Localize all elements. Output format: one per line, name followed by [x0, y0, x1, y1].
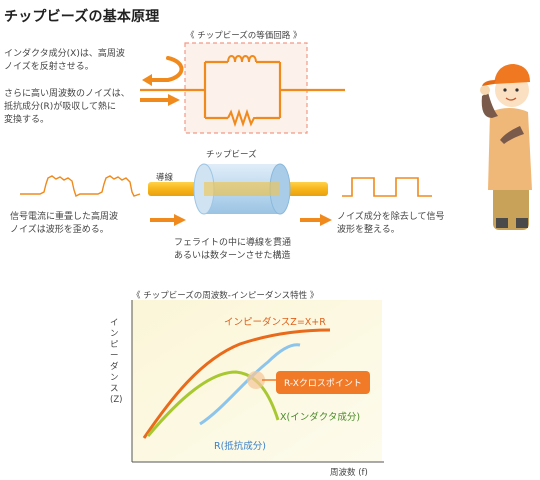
reflect-text: インダクタ成分(X)は、高周波 ノイズを反射させる。: [4, 48, 125, 74]
reflect-arrow: [148, 56, 184, 82]
reflect-text-line-1: インダクタ成分(X)は、高周波: [4, 49, 125, 59]
chart-axes: [131, 300, 384, 463]
x-curve: [146, 370, 280, 437]
conductor-label: 導線: [156, 173, 174, 183]
structure-text-line-1: フェライトの中に導線を貫通: [174, 238, 292, 248]
y-axis-label: インピーダンス(Z): [110, 318, 123, 405]
absorb-text-line-3: 変換する。: [4, 115, 50, 125]
input-text-line-2: ノイズは波形を歪める。: [10, 225, 109, 235]
structure-text: フェライトの中に導線を貫通 あるいは数ターンさせた構造: [174, 237, 291, 263]
page-title: チップビーズの基本原理: [4, 9, 160, 25]
x-curve-label: X(インダクタ成分): [280, 412, 361, 423]
crosspoint-marker: [247, 371, 265, 389]
absorb-text-line-1: さらに高い周波数のノイズは、: [4, 89, 130, 99]
circuit-label: 《 チップビーズの等価回路 》: [186, 31, 302, 41]
noisy-waveform: [20, 175, 141, 197]
person-illustration: [480, 64, 532, 230]
structure-text-line-2: あるいは数ターンさせた構造: [174, 251, 291, 261]
input-text: 信号電流に重畳した高周波 ノイズは波形を歪める。: [10, 211, 118, 237]
resistor-zigzag: [227, 108, 256, 128]
crosspoint-callout: R-Xクロスポイント: [276, 371, 370, 394]
r-curve-label: R(抵抗成分): [214, 441, 267, 452]
x-axis-label: 周波数 (f): [330, 468, 368, 478]
output-text-line-1: ノイズ成分を除去して信号: [337, 212, 445, 222]
output-text: ノイズ成分を除去して信号 波形を整える。: [337, 211, 444, 237]
absorb-text: さらに高い周波数のノイズは、 抵抗成分(R)が吸収して熱に 変換する。: [4, 88, 130, 127]
chart-label: 《 チップビーズの周波数-インピーダンス特性 》: [132, 291, 319, 301]
z-curve-label: インピーダンスZ=X+R: [224, 317, 326, 328]
z-curve: [142, 328, 331, 439]
absorb-text-line-2: 抵抗成分(R)が吸収して熱に: [4, 102, 117, 112]
output-text-line-2: 波形を整える。: [337, 225, 400, 235]
circuit-wires: [140, 60, 345, 120]
inductor-coil: [227, 55, 257, 63]
reflect-text-line-2: ノイズを反射させる。: [4, 62, 94, 72]
bead-label: チップビーズ: [206, 150, 257, 160]
r-curve: [199, 343, 301, 426]
input-text-line-1: 信号電流に重畳した高周波: [10, 212, 119, 222]
clean-waveform: [342, 177, 432, 197]
